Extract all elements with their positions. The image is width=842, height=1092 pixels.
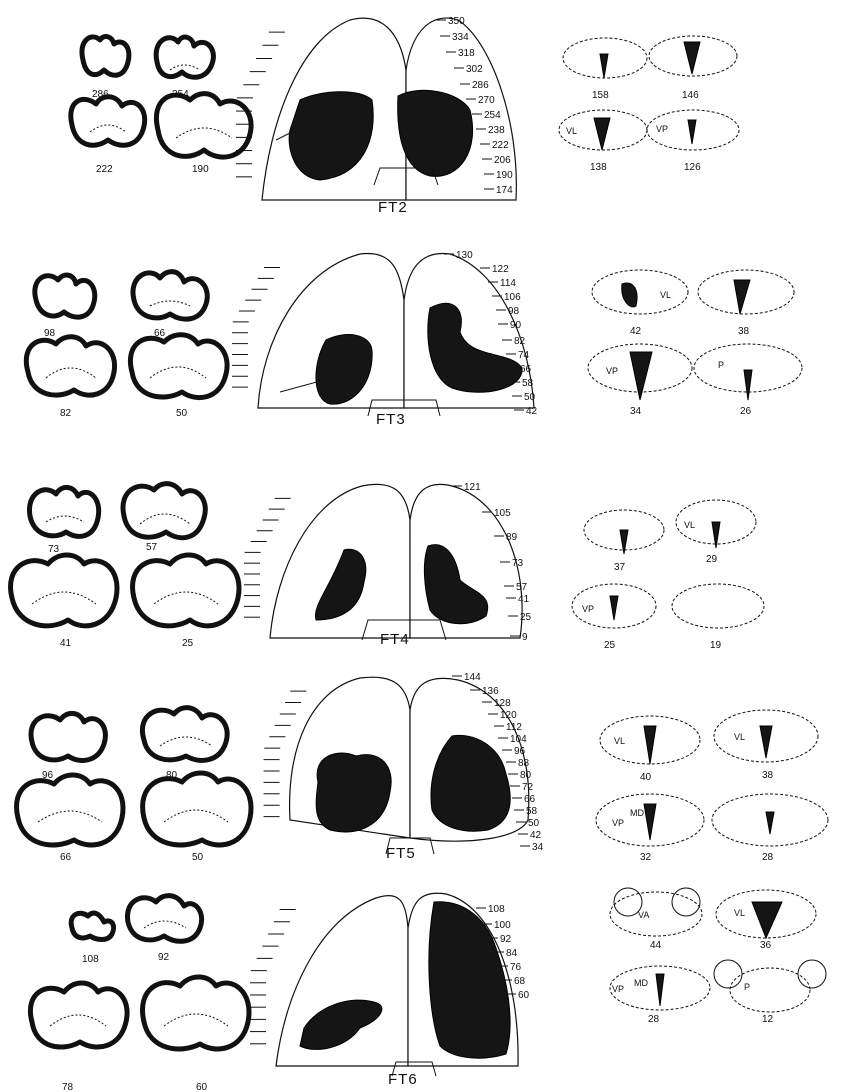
thalamic-section-number: 40 — [640, 772, 652, 783]
thalamic-sections: VA 44 VL 36 VP MD 28 P 12 — [0, 878, 842, 1092]
thalamic-section-number: 34 — [630, 406, 642, 417]
thalamic-section-number: 12 — [762, 1014, 774, 1025]
panel-ft5: 96 80 66 50 FT5 144 136 128 120 112 104 … — [0, 670, 842, 860]
thalamic-section-number: 29 — [706, 554, 718, 565]
thalamic-sections: 158 146 VL VP 138 126 — [0, 0, 842, 215]
thalamic-sections: VL 42 38 VP P 34 26 — [0, 240, 842, 430]
region-label: VP — [612, 818, 624, 828]
thalamic-section-number: 26 — [740, 406, 752, 417]
thalamic-section — [712, 794, 828, 846]
region-label: VL — [566, 126, 577, 136]
thalamic-section — [714, 960, 826, 1012]
region-label: VP — [612, 984, 624, 994]
thalamic-section — [610, 966, 710, 1010]
thalamic-section-number: 126 — [684, 162, 701, 173]
thalamic-sections: 37 VL 29 VP 25 19 — [0, 470, 842, 650]
panel-ft4: 73 57 41 25 FT4 121 105 89 73 57 41 25 9… — [0, 470, 842, 650]
region-label: MD — [634, 978, 648, 988]
thalamic-section — [592, 270, 688, 314]
thalamic-section-number: 19 — [710, 640, 722, 651]
thalamic-section — [588, 344, 692, 400]
thalamic-section-number: 37 — [614, 562, 626, 573]
thalamic-section-number: 38 — [762, 770, 774, 781]
thalamic-section-number: 158 — [592, 90, 609, 101]
thalamic-sections: VL 40 VL 38 VP MD 32 28 — [0, 670, 842, 860]
thalamic-section-number: 138 — [590, 162, 607, 173]
thalamic-section-number: 25 — [604, 640, 616, 651]
thalamic-section — [584, 510, 664, 554]
region-label: P — [744, 982, 750, 992]
thalamic-section-number: 146 — [682, 90, 699, 101]
thalamic-section-number: 28 — [648, 1014, 660, 1025]
region-label: P — [718, 360, 724, 370]
region-label: VP — [582, 604, 594, 614]
thalamic-section — [649, 36, 737, 76]
region-label: MD — [630, 808, 644, 818]
thalamic-section — [698, 270, 794, 314]
thalamic-section — [563, 38, 647, 78]
thalamic-section-number: 32 — [640, 852, 652, 863]
region-label: VP — [656, 124, 668, 134]
thalamic-section — [716, 890, 816, 938]
thalamic-section — [610, 888, 702, 936]
thalamic-section — [714, 710, 818, 762]
region-label: VL — [660, 290, 671, 300]
thalamic-section — [672, 584, 764, 628]
thalamic-section-number: 36 — [760, 940, 772, 951]
region-label: VL — [614, 736, 625, 746]
thalamic-section — [694, 344, 802, 400]
region-label: VL — [734, 908, 745, 918]
thalamic-section-number: 38 — [738, 326, 750, 337]
panel-ft2: 286 254 222 190 FT2 350 334 318 302 286 … — [0, 0, 842, 215]
region-label: VP — [606, 366, 618, 376]
thalamic-section-number: 28 — [762, 852, 774, 863]
thalamic-section-number: 44 — [650, 940, 662, 951]
panel-ft6: 108 92 78 60 FT6 108 100 92 84 76 68 60 … — [0, 878, 842, 1092]
region-label: VL — [734, 732, 745, 742]
panel-ft3: 98 66 82 50 FT3 130 122 114 106 98 90 82… — [0, 240, 842, 430]
region-label: VL — [684, 520, 695, 530]
region-label: VA — [638, 910, 649, 920]
thalamic-section-number: 42 — [630, 326, 642, 337]
